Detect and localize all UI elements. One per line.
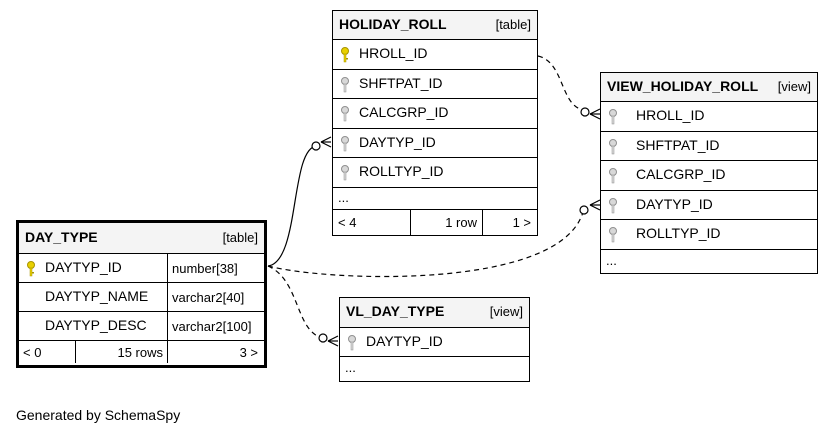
table-kind: [view] [777, 79, 811, 94]
column-name: CALCGRP_ID [359, 104, 449, 120]
column-row[interactable]: DAYTYP_ID [333, 129, 537, 158]
column-type: number[38] [167, 254, 264, 282]
generated-by-label: Generated by SchemaSpy [16, 407, 181, 423]
implied-line-day-type-view [267, 211, 584, 278]
column-row[interactable]: ROLLTYP_ID [601, 220, 817, 250]
column-type: varchar2[100] [167, 312, 264, 340]
column-row[interactable]: DAYTYP_ID [340, 328, 529, 357]
column-icon [347, 334, 357, 354]
more-row: ... [601, 250, 817, 274]
table-header: VIEW_HOLIDAY_ROLL [view] [601, 73, 817, 102]
parents-count[interactable]: < 4 [338, 214, 357, 230]
more-indicator: ... [345, 360, 356, 375]
column-name: DAYTYP_ID [45, 259, 122, 275]
column-row[interactable]: SHFTPAT_ID [601, 132, 817, 161]
implied-optional-marker [318, 333, 328, 343]
table-name: HOLIDAY_ROLL [339, 16, 447, 32]
table-holiday-roll[interactable]: HOLIDAY_ROLL [table] HROLL_ID SHFTPAT_ID… [332, 10, 538, 236]
column-name: DAYTYP_ID [366, 333, 443, 349]
view-view-holiday-roll[interactable]: VIEW_HOLIDAY_ROLL [view] HROLL_ID SHFTPA… [600, 72, 818, 274]
column-name: ROLLTYP_ID [359, 163, 444, 179]
table-header: HOLIDAY_ROLL [table] [333, 11, 537, 40]
table-kind: [table] [222, 230, 258, 245]
implied-crowfoot-marker [589, 199, 601, 211]
column-name: HROLL_ID [359, 45, 428, 61]
column-icon [340, 105, 350, 125]
primary-key-icon [340, 46, 350, 66]
primary-key-icon [26, 260, 36, 280]
table-header: DAY_TYPE [table] [19, 223, 264, 254]
column-row[interactable]: CALCGRP_ID [333, 99, 537, 129]
column-icon [608, 197, 618, 217]
table-kind: [table] [495, 17, 531, 32]
column-type: varchar2[40] [167, 283, 264, 311]
more-row: ... [333, 188, 537, 210]
column-row[interactable]: ROLLTYP_ID [333, 158, 537, 188]
column-name: DAYTYP_NAME [45, 288, 149, 304]
column-name: SHFTPAT_ID [359, 74, 443, 91]
column-row[interactable]: DAYTYP_DESC varchar2[100] [19, 312, 264, 341]
column-name: DAYTYP_DESC [45, 317, 147, 333]
view-vl-day-type[interactable]: VL_DAY_TYPE [view] DAYTYP_ID ... [339, 297, 530, 382]
column-icon [608, 138, 618, 158]
column-name: CALCGRP_ID [636, 166, 726, 182]
column-name: DAYTYP_ID [359, 133, 436, 150]
implied-crowfoot-marker [589, 108, 601, 120]
column-name: HROLL_ID [636, 107, 705, 123]
table-kind: [view] [489, 304, 523, 319]
column-icon [340, 135, 350, 155]
table-footer: < 0 15 rows 3 > [19, 341, 264, 363]
implied-line-day-type-vl [267, 265, 323, 339]
column-icon [608, 167, 618, 187]
implied-line-holiday-view [537, 55, 586, 111]
column-row[interactable]: CALCGRP_ID [601, 161, 817, 191]
column-icon [340, 76, 350, 96]
column-row[interactable]: HROLL_ID [333, 40, 537, 70]
implied-crowfoot-marker [327, 335, 339, 347]
column-icon [608, 108, 618, 128]
fk-optional-marker [311, 141, 321, 151]
column-name: ROLLTYP_ID [636, 225, 721, 241]
implied-optional-marker [580, 107, 590, 117]
table-name: DAY_TYPE [25, 229, 98, 245]
more-indicator: ... [338, 189, 349, 205]
table-day-type[interactable]: DAY_TYPE [table] DAYTYP_ID number[38] DA… [16, 220, 267, 368]
children-count[interactable]: 1 > [482, 209, 537, 235]
column-row[interactable]: DAYTYP_NAME varchar2[40] [19, 283, 264, 312]
table-header: VL_DAY_TYPE [view] [340, 298, 529, 328]
column-row[interactable]: HROLL_ID [601, 102, 817, 132]
more-indicator: ... [606, 252, 617, 268]
implied-optional-marker [579, 205, 589, 215]
column-icon [608, 226, 618, 246]
parents-count[interactable]: < 0 [23, 344, 42, 360]
fk-crowfoot-marker [320, 136, 332, 148]
column-row[interactable]: DAYTYP_ID [601, 191, 817, 220]
table-name: VIEW_HOLIDAY_ROLL [607, 78, 759, 94]
column-name: DAYTYP_ID [636, 195, 713, 212]
row-count: 1 row [410, 209, 482, 235]
children-count[interactable]: 3 > [167, 341, 264, 363]
more-row: ... [340, 357, 529, 381]
column-name: SHFTPAT_ID [636, 136, 720, 153]
table-footer: < 4 1 row 1 > [333, 209, 537, 235]
column-row[interactable]: DAYTYP_ID number[38] [19, 254, 264, 283]
table-name: VL_DAY_TYPE [346, 303, 445, 319]
column-row[interactable]: SHFTPAT_ID [333, 70, 537, 99]
row-count: 15 rows [75, 341, 167, 363]
fk-line-day-type-holiday-roll [267, 145, 317, 267]
column-icon [340, 164, 350, 184]
